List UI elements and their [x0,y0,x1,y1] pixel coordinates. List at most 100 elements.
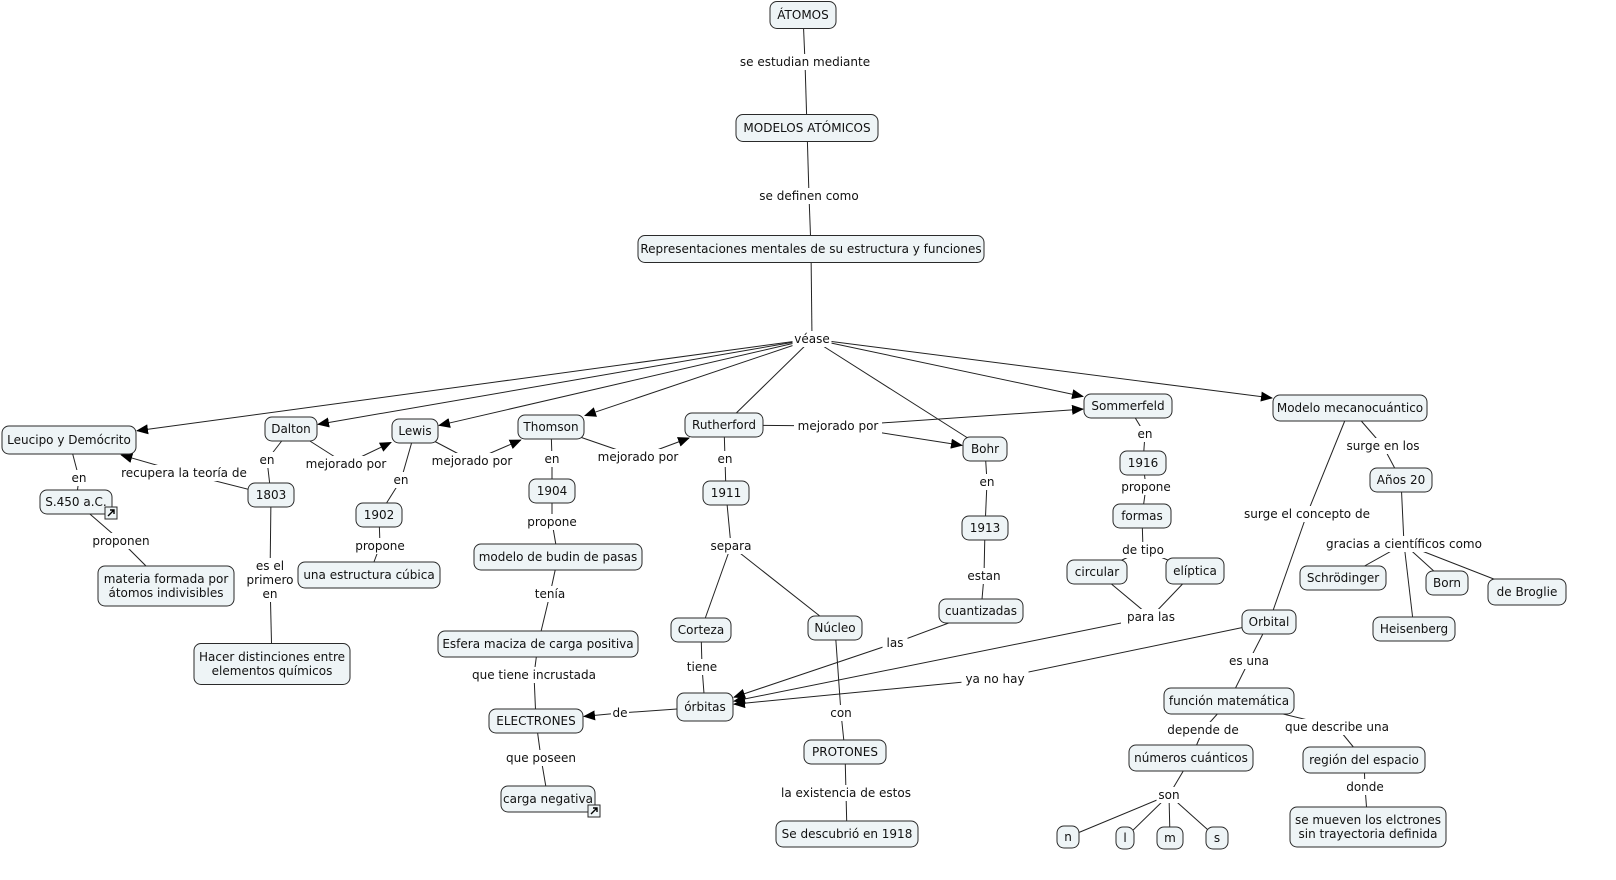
concept-bohr[interactable]: Bohr [962,436,1008,462]
concept-box [1299,565,1387,591]
linking-phrase-background [1119,479,1173,495]
linking-phrase-lp_propone_lew: propone [353,538,407,554]
concept-d1904[interactable]: 1904 [528,478,576,504]
concept-n[interactable]: n [1056,825,1080,849]
concept-m[interactable]: m [1156,826,1184,850]
concept-cubica[interactable]: una estructura cúbica [297,561,441,589]
resource-link-icon[interactable] [104,506,118,520]
concept-s450[interactable]: S.450 a.C. [39,489,118,520]
concept-label: órbitas [684,700,726,714]
concept-d1803[interactable]: 1803 [247,482,295,508]
concept-label: formas [1121,509,1163,523]
linking-phrase-background [108,465,260,481]
concept-orbitas[interactable]: órbitas [676,692,734,722]
concept-s[interactable]: s [1205,826,1229,850]
linking-phrase-lp_las: las [882,635,908,651]
linking-phrase-text: mejorado por [798,419,879,433]
linking-phrase-background [525,514,579,530]
concept-label: Schrödinger [1307,571,1379,585]
concept-box [391,418,439,444]
concept-descubrio[interactable]: Se descubrió en 1918 [775,820,919,848]
linking-phrase-text: ya no hay [965,672,1024,686]
concept-d1902[interactable]: 1902 [355,502,403,528]
concept-heisenberg[interactable]: Heisenberg [1372,616,1456,642]
concept-label: 1904 [537,484,568,498]
connection-lp_son-n [1067,794,1170,838]
concept-formas[interactable]: formas [1112,503,1172,529]
connection-lp_las-orbitas [733,642,896,699]
concept-orbital[interactable]: Orbital [1241,609,1297,635]
concept-dalton[interactable]: Dalton [264,416,318,442]
linking-phrase-background [828,705,854,721]
resource-link-icon[interactable] [587,804,601,818]
linking-phrase-lp_mej4: mejorado por [794,418,882,434]
linking-phrase-lp_en_rut: en [716,451,734,467]
concept-box [807,615,863,641]
concept-atomos[interactable]: ÁTOMOS [769,1,837,29]
concept-schrodinger[interactable]: Schrödinger [1299,565,1387,591]
concept-rutherford[interactable]: Rutherford [684,412,764,438]
concept-nucleo[interactable]: Núcleo [807,615,863,641]
linking-phrase-text: propone [1121,480,1171,494]
concept-label: Orbital [1249,615,1290,629]
concept-region[interactable]: región del espacio [1302,746,1426,774]
connection-lp_concepto-orbital [1268,513,1308,623]
concept-d1916[interactable]: 1916 [1119,450,1167,476]
concept-budin[interactable]: modelo de budin de pasas [473,543,643,571]
concept-sommerfeld[interactable]: Sommerfeld [1083,393,1173,419]
concept-label: Esfera maciza de carga positiva [442,637,633,651]
linking-phrase-text: con [830,706,852,720]
concept-debroglie[interactable]: de Broglie [1487,578,1567,606]
concept-funcion[interactable]: función matemática [1163,687,1295,715]
concept-born[interactable]: Born [1425,570,1469,596]
linking-phrase-lp_en_som: en [1136,426,1154,442]
connection-lp_vease-sommerfeld [811,338,1084,400]
linking-phrase-text: mejorado por [598,450,679,464]
connection-lp_vease-lewis [438,338,813,428]
linking-phrase-lp_definen: se definen como [754,188,864,204]
linking-phrase-lp_recupera: recupera la teoría de [108,465,260,481]
concept-box [1369,467,1433,493]
concept-thomson[interactable]: Thomson [517,414,585,440]
linking-phrase-text: primero [247,573,294,587]
concept-electrones[interactable]: ELECTRONES [488,708,584,734]
linking-phrase-lp_con: con [828,705,854,721]
concept-label: sin trayectoria definida [1298,827,1437,841]
linking-phrase-background [1156,787,1182,803]
concept-esfera[interactable]: Esfera maciza de carga positiva [437,630,639,658]
concept-protones[interactable]: PROTONES [803,739,887,765]
concept-d1911[interactable]: 1911 [702,480,750,506]
linking-phrase-background [302,456,390,472]
connection-lp_vease-dalton [317,338,813,428]
concept-label: ÁTOMOS [777,7,828,22]
concept-label: Modelo mecanocuántico [1277,401,1423,415]
concept-mecano[interactable]: Modelo mecanocuántico [1272,394,1428,422]
concept-box [1372,616,1456,642]
concept-lewis[interactable]: Lewis [391,418,439,444]
linking-phrase-background [767,785,925,801]
concept-d1913[interactable]: 1913 [961,515,1009,541]
linking-phrase-lp_mej2: mejorado por [428,453,516,469]
linking-phrase-lp_mej3: mejorado por [594,449,682,465]
concept-repr[interactable]: Representaciones mentales de su estructu… [637,235,985,263]
concept-carga[interactable]: carga negativa [500,785,601,818]
concept-circular[interactable]: circular [1066,559,1128,585]
concept-l[interactable]: l [1115,826,1135,850]
concept-corteza[interactable]: Corteza [670,617,732,643]
linking-phrase-text: propone [527,515,577,529]
concept-anos20[interactable]: Años 20 [1369,467,1433,493]
concept-eliptica[interactable]: elíptica [1165,557,1225,585]
concept-modelos[interactable]: MODELOS ATÓMICOS [735,114,879,142]
concept-cuantizadas[interactable]: cuantizadas [938,598,1024,624]
concept-leucipo[interactable]: Leucipo y Demócrito [1,425,137,455]
concept-box [670,617,732,643]
concept-box [1056,825,1080,849]
concept-numeros[interactable]: números cuánticos [1128,744,1254,772]
linking-phrase-text: separa [711,539,752,553]
concept-label: carga negativa [503,792,593,806]
linking-phrase-lp_separa: separa [708,538,754,554]
